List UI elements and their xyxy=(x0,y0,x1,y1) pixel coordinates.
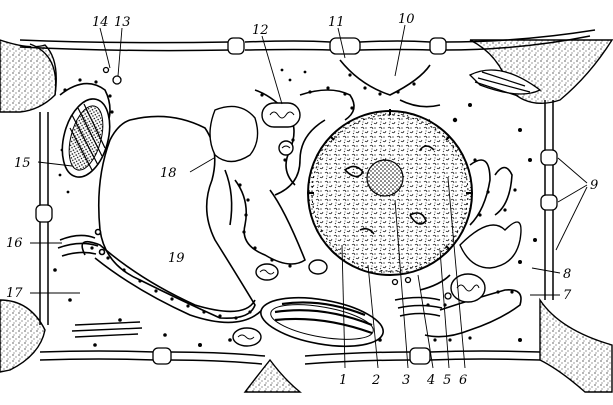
leader-lines xyxy=(30,24,588,369)
golgi-right xyxy=(394,296,443,317)
golgi-left xyxy=(57,228,106,257)
label-9: 9 xyxy=(590,178,598,193)
label-16: 16 xyxy=(6,236,23,251)
label-2: 2 xyxy=(371,373,380,388)
label-8: 8 xyxy=(563,267,571,282)
label-14: 14 xyxy=(92,15,109,30)
label-18: 18 xyxy=(160,166,177,181)
membrane-stack xyxy=(71,321,143,338)
label-4: 4 xyxy=(426,373,435,388)
mitochondria xyxy=(232,102,486,347)
label-13: 13 xyxy=(114,15,131,30)
chloroplast-bottom xyxy=(260,297,384,347)
chloroplast-right xyxy=(468,69,542,97)
right-vacuole xyxy=(459,221,522,269)
label-17: 17 xyxy=(6,286,23,301)
label-1: 1 xyxy=(339,373,347,388)
nucleus xyxy=(307,109,473,276)
label-11: 11 xyxy=(328,15,345,30)
label-15: 15 xyxy=(14,156,31,171)
label-7: 7 xyxy=(563,288,572,303)
label-3: 3 xyxy=(402,373,410,388)
cell-wall-lines xyxy=(19,29,596,365)
labels: 14 13 12 11 10 15 18 19 16 17 9 8 7 1 2 … xyxy=(6,12,598,388)
label-19: 19 xyxy=(168,251,185,266)
label-6: 6 xyxy=(459,373,467,388)
vesicles xyxy=(102,66,452,300)
nucleolus xyxy=(366,159,404,197)
chloroplast-left xyxy=(61,98,111,178)
cell-wall xyxy=(0,39,613,393)
plasmodesmata xyxy=(35,37,558,365)
label-10: 10 xyxy=(398,12,415,27)
label-12: 12 xyxy=(252,23,269,38)
label-5: 5 xyxy=(443,373,451,388)
small-vacuole xyxy=(209,105,259,163)
